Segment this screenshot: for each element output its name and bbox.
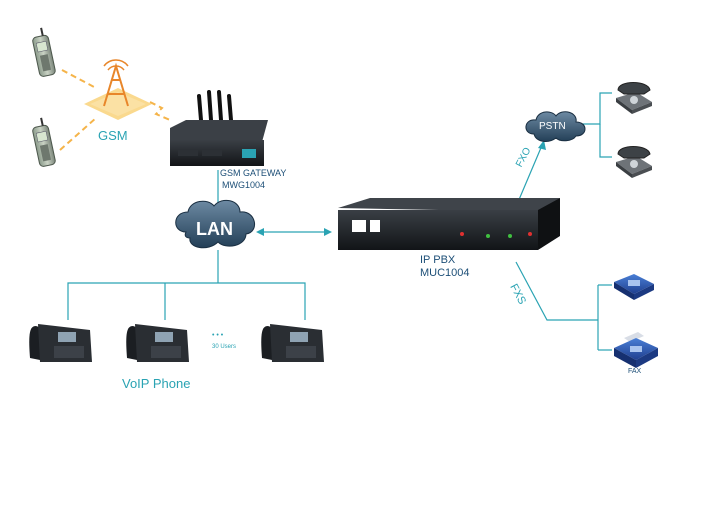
pstn-branch-lower bbox=[599, 124, 612, 158]
blue-phone-icon bbox=[614, 274, 654, 300]
arrow-pstn bbox=[538, 140, 546, 150]
phone-branch-line bbox=[67, 282, 306, 320]
gateway-model-line2: MWG1004 bbox=[222, 180, 266, 190]
pstn-to-phones-line bbox=[580, 92, 612, 125]
analog-phone-icon bbox=[616, 146, 652, 178]
gsm-signal-lines bbox=[59, 69, 171, 151]
arrowheads bbox=[256, 140, 546, 236]
arrow-right bbox=[324, 228, 332, 236]
ip-phone-icon bbox=[126, 324, 189, 362]
connection-lines bbox=[67, 92, 612, 351]
pstn-label: PSTN bbox=[539, 121, 566, 132]
pbx-to-pstn-line bbox=[517, 142, 544, 203]
lan-cloud-icon bbox=[175, 199, 255, 249]
fax-icon bbox=[614, 332, 658, 368]
voip-phone-label: VoIP Phone bbox=[122, 376, 191, 391]
pstn-cloud-icon bbox=[525, 111, 586, 142]
ip-pbx-device bbox=[338, 198, 560, 250]
gsm-gateway-device bbox=[170, 90, 268, 166]
gateway-model-line1: GSM GATEWAY bbox=[220, 168, 287, 178]
arrow-left bbox=[256, 228, 264, 236]
fax-label: FAX bbox=[628, 368, 642, 375]
cell-phone-icon bbox=[32, 117, 56, 167]
pbx-to-fxs-line bbox=[515, 261, 598, 321]
analog-phone-icon bbox=[616, 82, 652, 114]
gsm-tower-icon bbox=[84, 59, 152, 120]
cell-phone-icon bbox=[32, 27, 56, 77]
pbx-label: IP PBX bbox=[420, 254, 456, 266]
ip-phone-icon bbox=[29, 324, 92, 362]
ip-phone-icon bbox=[261, 324, 324, 362]
pbx-model-label: MUC1004 bbox=[420, 267, 470, 279]
gsm-label: GSM bbox=[98, 128, 128, 143]
lan-label: LAN bbox=[196, 219, 233, 239]
ellipsis-dots: • • • bbox=[212, 332, 224, 339]
users-count-label: 30 Users bbox=[212, 344, 237, 350]
